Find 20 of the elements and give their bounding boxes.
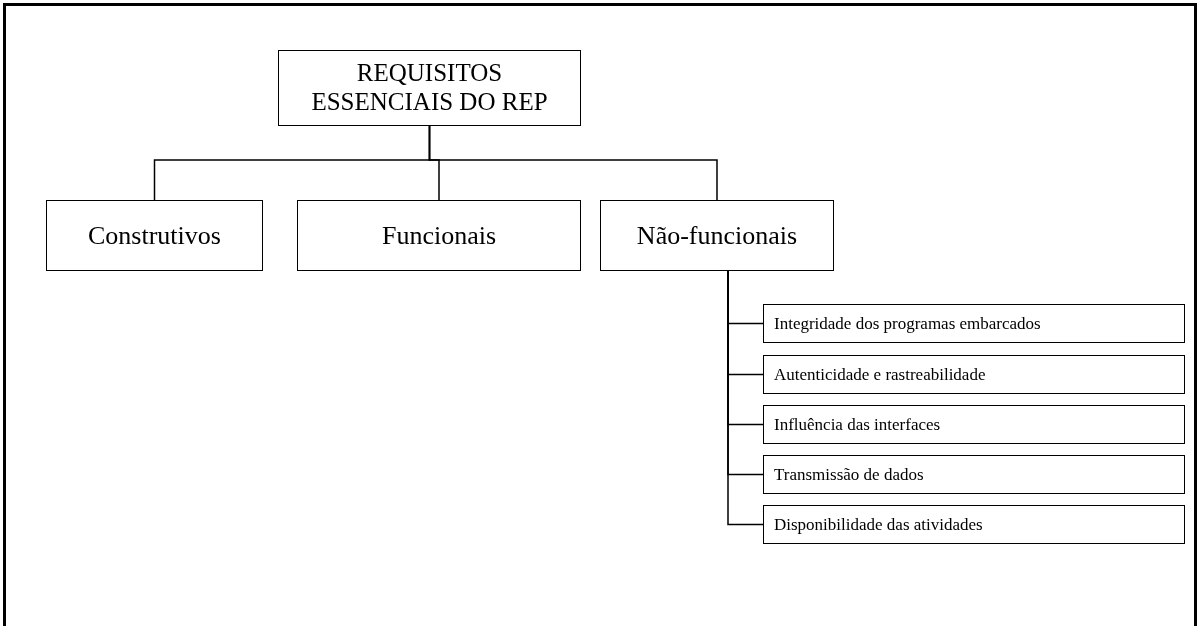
box-label: Não-funcionais: [636, 220, 798, 251]
requirement-box: [763, 304, 1185, 343]
box-label: Funcionais: [381, 220, 497, 251]
box-label: Autenticidade e rastreabilidade: [774, 364, 986, 385]
connector-line: [727, 270, 764, 526]
connector-line: [428, 125, 718, 201]
box-label: Integridade dos programas embarcados: [774, 313, 1041, 334]
box-label: Influência das interfaces: [774, 414, 941, 435]
requirement-box: [297, 200, 581, 271]
box-label: Transmissão de dados: [774, 464, 924, 485]
requirement-box: [600, 200, 834, 271]
requirement-box: [763, 355, 1185, 394]
box-label: REQUISITOS ESSENCIAIS DO REP: [310, 59, 549, 117]
requirement-box: [46, 200, 263, 271]
box-label: Disponibilidade das atividades: [774, 514, 983, 535]
requirement-box: [763, 505, 1185, 544]
requirement-box: [278, 50, 581, 126]
requirement-box: [763, 405, 1185, 444]
box-label: Construtivos: [88, 220, 221, 251]
requirement-box: [763, 455, 1185, 494]
